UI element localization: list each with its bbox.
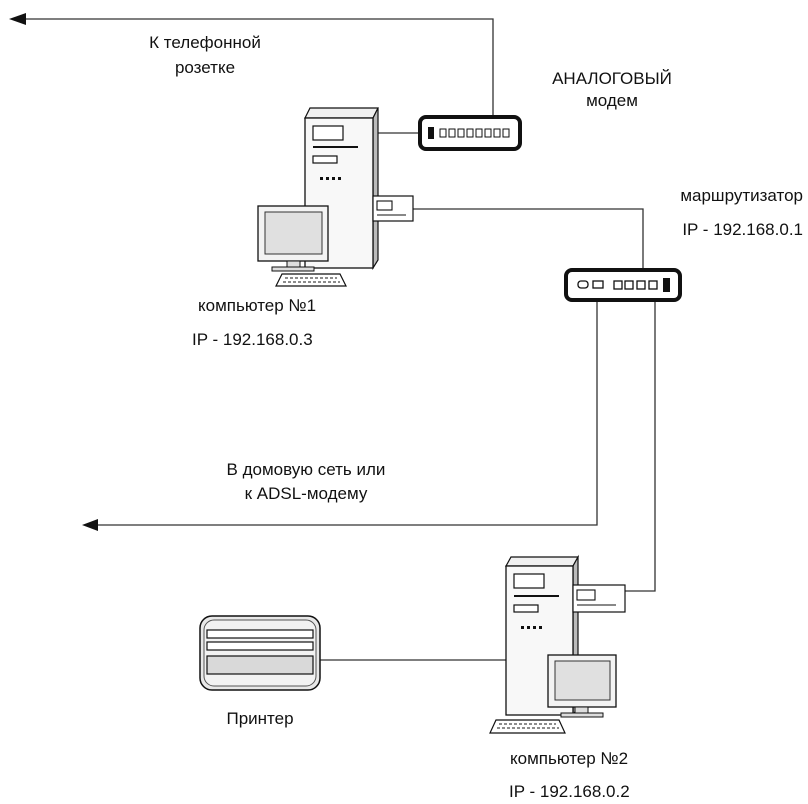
phone-socket-label-line1: К телефонной bbox=[149, 33, 261, 52]
router-label: маршрутизатор bbox=[680, 186, 803, 205]
keyboard-icon bbox=[489, 719, 566, 734]
router-ip-label: IP - 192.168.0.1 bbox=[682, 220, 803, 239]
home-network-label-line1: В домовую сеть или bbox=[227, 460, 386, 479]
printer-label: Принтер bbox=[226, 709, 293, 728]
home-network-label-line2: к ADSL-модему bbox=[245, 484, 368, 503]
pc1-router-cable bbox=[413, 208, 644, 270]
computer2-ip-label: IP - 192.168.0.2 bbox=[509, 782, 630, 801]
home-network-arrow bbox=[82, 519, 98, 531]
computer1-label: компьютер №1 bbox=[198, 296, 316, 315]
connection-lines bbox=[9, 13, 656, 661]
computer2-label: компьютер №2 bbox=[510, 749, 628, 768]
router-pc2-cable bbox=[625, 293, 656, 592]
network-card-icon bbox=[372, 195, 414, 222]
phone-line-arrow bbox=[9, 13, 26, 25]
computer-2 bbox=[489, 554, 626, 734]
labels: К телефонной розетке АНАЛОГОВЫЙ модем ма… bbox=[149, 33, 803, 801]
monitor-icon bbox=[547, 654, 617, 718]
phone-socket-label-line2: розетке bbox=[175, 58, 235, 77]
home-network-line bbox=[97, 293, 598, 526]
modem-icon bbox=[418, 115, 522, 151]
analog-modem-label-line1: АНАЛОГОВЫЙ bbox=[552, 69, 672, 88]
printer-icon bbox=[199, 615, 321, 691]
computer1-ip-label: IP - 192.168.0.3 bbox=[192, 330, 313, 349]
analog-modem-label-line2: модем bbox=[586, 91, 638, 110]
router-icon bbox=[564, 268, 682, 302]
monitor-icon bbox=[257, 205, 329, 272]
computer-1 bbox=[257, 107, 414, 287]
network-card-icon bbox=[572, 584, 626, 613]
phone-line bbox=[25, 18, 494, 116]
keyboard-icon bbox=[275, 273, 347, 287]
